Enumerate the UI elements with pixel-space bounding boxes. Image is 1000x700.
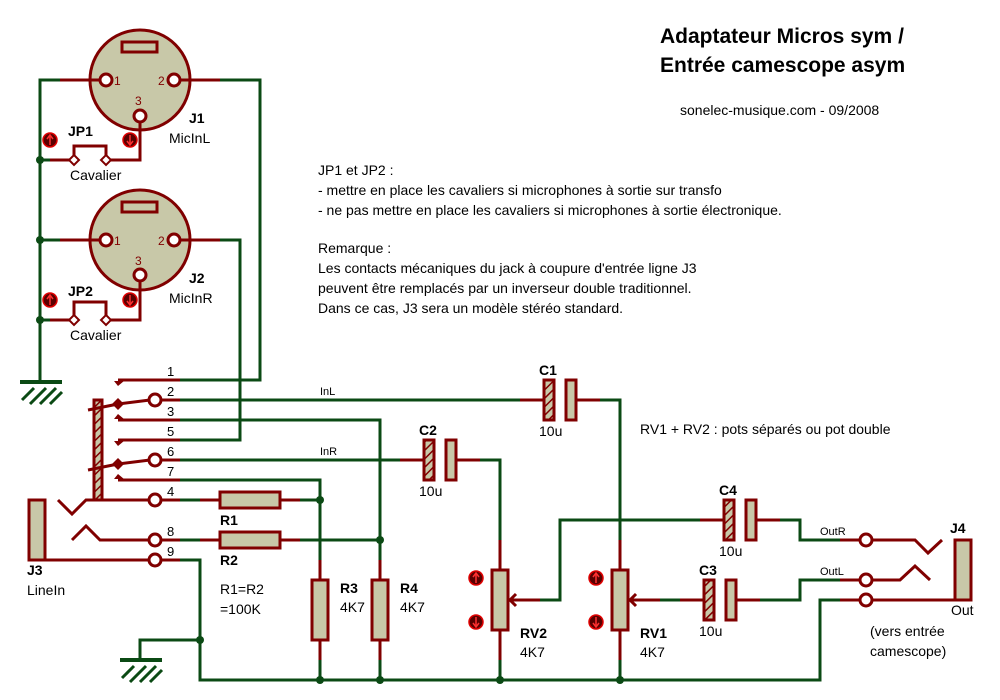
- xlr-connector-j1[interactable]: 1 2 3: [60, 28, 220, 162]
- j3-value: LineIn: [27, 582, 65, 598]
- jumper-jp1[interactable]: [50, 144, 130, 167]
- j1-pin2-label: 2: [158, 74, 165, 88]
- note-remark-1: Les contacts mécaniques du jack à coupur…: [318, 260, 697, 276]
- note-jumpers-2: - ne pas mettre en place les cavaliers s…: [318, 202, 782, 218]
- j2-value: MicInR: [169, 290, 213, 306]
- note-remark-0: Remarque :: [318, 240, 391, 256]
- j4-value: Out: [951, 602, 974, 618]
- r1-ref: R1: [220, 512, 238, 528]
- c2-value: 10u: [419, 483, 442, 499]
- j3-pin-label: 2: [167, 384, 174, 399]
- title-line1: Adaptateur Micros sym /: [660, 25, 904, 48]
- probe-down-icon: [122, 132, 138, 148]
- jack-j4[interactable]: [840, 532, 973, 608]
- probe-up-icon: [42, 132, 58, 148]
- c2-ref: C2: [419, 422, 437, 438]
- output-note-2: camescope): [870, 643, 946, 659]
- jack-j3[interactable]: 1 2 3 5 6 7 4 8 9: [27, 364, 180, 568]
- r1-r2-equal-note: R1=R2: [220, 581, 264, 597]
- junctions: [36, 156, 624, 684]
- r4-ref: R4: [400, 580, 418, 596]
- resistor-r3[interactable]: [310, 560, 330, 660]
- note-jumpers-1: - mettre en place les cavaliers si micro…: [318, 182, 722, 198]
- resistor-r1[interactable]: [200, 490, 300, 510]
- r1-r2-value-note: =100K: [220, 601, 262, 617]
- jp2-ref: JP2: [68, 283, 93, 299]
- j3-pin-label: 3: [167, 404, 174, 419]
- rv2-ref: RV2: [520, 625, 547, 641]
- j3-ref: J3: [27, 562, 43, 578]
- c4-ref: C4: [719, 482, 737, 498]
- jp2-value: Cavalier: [70, 327, 122, 343]
- j3-pin-label: 4: [167, 484, 174, 499]
- credit: sonelec-musique.com - 09/2008: [680, 102, 879, 118]
- r2-ref: R2: [220, 552, 238, 568]
- title-line2: Entrée camescope asym: [660, 54, 905, 77]
- probe-down-icon: [122, 292, 138, 308]
- j2-ref: J2: [189, 270, 205, 286]
- potentiometer-rv2[interactable]: [490, 540, 540, 660]
- probe-up-icon: [468, 570, 484, 586]
- rv1-value: 4K7: [640, 644, 665, 660]
- j2-pin3-label: 3: [135, 254, 142, 268]
- capacitor-c2[interactable]: [400, 438, 480, 482]
- net-label-outr: OutR: [820, 526, 846, 538]
- j1-pin1-label: 1: [114, 74, 121, 88]
- j4-ref: J4: [950, 520, 966, 536]
- resistor-r2[interactable]: [200, 530, 300, 550]
- xlr-connector-j2[interactable]: 1 2 3: [60, 188, 220, 322]
- note-remark-3: Dans ce cas, J3 sera un modèle stéréo st…: [318, 300, 623, 316]
- net-label-inl: InL: [320, 386, 335, 398]
- jp1-ref: JP1: [68, 123, 93, 139]
- output-note-1: (vers entrée: [870, 623, 945, 639]
- note-jumpers-0: JP1 et JP2 :: [318, 162, 393, 178]
- j1-pin3-label: 3: [135, 94, 142, 108]
- j1-ref: J1: [189, 110, 205, 126]
- resistor-r4[interactable]: [370, 560, 390, 660]
- c4-value: 10u: [719, 543, 742, 559]
- potentiometer-rv1[interactable]: [610, 540, 660, 660]
- capacitor-c3[interactable]: [680, 578, 760, 622]
- r3-ref: R3: [340, 580, 358, 596]
- net-label-outl: OutL: [820, 566, 844, 578]
- rv2-value: 4K7: [520, 644, 545, 660]
- capacitor-c4[interactable]: [700, 498, 780, 542]
- ground-symbol-top: [20, 380, 64, 406]
- j3-pin-label: 5: [167, 424, 174, 439]
- probe-down-icon: [468, 614, 484, 630]
- probe-up-icon: [42, 292, 58, 308]
- probe-down-icon: [588, 614, 604, 630]
- j3-pin-label: 9: [167, 544, 174, 559]
- c1-ref: C1: [539, 362, 557, 378]
- j1-value: MicInL: [169, 130, 210, 146]
- note-pots: RV1 + RV2 : pots séparés ou pot double: [640, 421, 891, 437]
- jumper-jp2[interactable]: [50, 300, 130, 327]
- r3-value: 4K7: [340, 599, 365, 615]
- jp1-value: Cavalier: [70, 167, 122, 183]
- c3-value: 10u: [699, 623, 722, 639]
- probe-up-icon: [588, 570, 604, 586]
- capacitor-c1[interactable]: [520, 378, 600, 422]
- r4-value: 4K7: [400, 599, 425, 615]
- rv1-ref: RV1: [640, 625, 667, 641]
- j2-pin2-label: 2: [158, 234, 165, 248]
- c1-value: 10u: [539, 423, 562, 439]
- ground-symbol-bottom: [120, 658, 164, 684]
- net-label-inr: InR: [320, 446, 337, 458]
- c3-ref: C3: [699, 562, 717, 578]
- j3-pin-label: 6: [167, 444, 174, 459]
- j3-pin-label: 8: [167, 524, 174, 539]
- j2-pin1-label: 1: [114, 234, 121, 248]
- j3-pin-label: 1: [167, 364, 174, 379]
- j3-pin-label: 7: [167, 464, 174, 479]
- note-remark-2: peuvent être remplacés par un inverseur …: [318, 280, 692, 296]
